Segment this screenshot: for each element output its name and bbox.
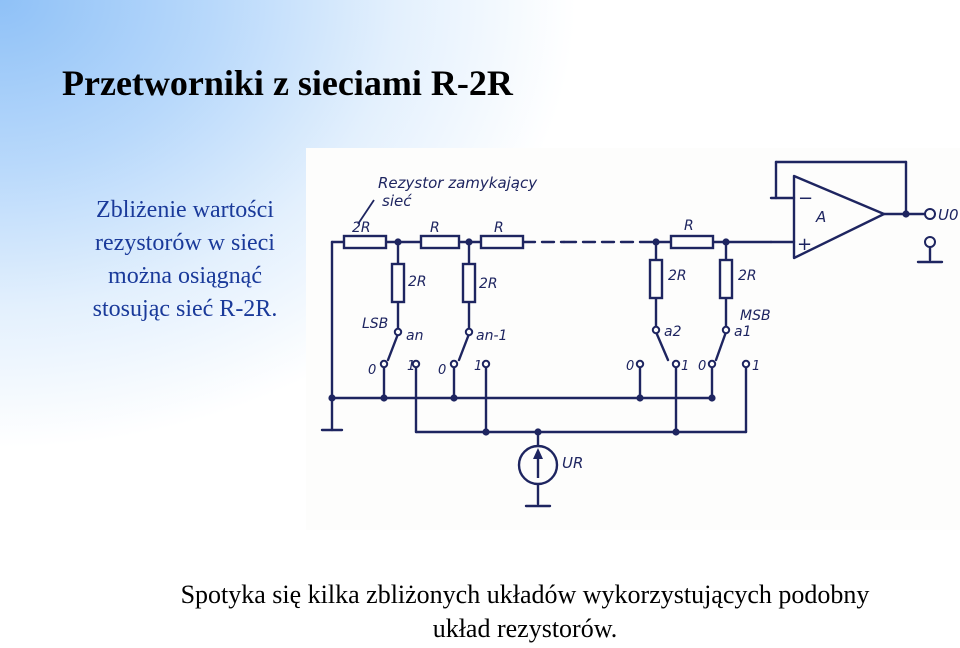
caption-line-1: Spotyka się kilka zbliżonych układów wyk… [180,580,870,609]
side-line-1: Zbliżenie wartości [96,197,274,223]
switch-a2-one: 1 [681,359,689,374]
shunt-label-2: 2R [479,276,498,292]
switch-name-an: an [406,328,423,344]
side-line-3: można osiągnąć [108,263,262,289]
annotation-line-1: Rezystor zamykający [378,174,538,192]
output-label: U0 [938,206,959,224]
msb-label: MSB [740,308,771,324]
series-label-4: R [684,218,694,234]
series-resistors [342,234,715,250]
opamp-triangle [792,174,886,260]
shunt-label-1: 2R [408,274,427,290]
switch-name-an-1: an-1 [476,328,507,344]
shunt-resistors [390,258,734,304]
side-line-4: stosując sieć R-2R. [92,296,278,322]
switch-name-a2: a2 [664,324,682,340]
series-label-3: R [494,220,504,236]
switch-a1-zero: 0 [698,359,706,374]
opamp-minus: − [798,188,813,209]
circuit-svg: Rezystor zamykający sieć 2R R R R 2R 2R … [320,160,959,508]
lsb-label: LSB [362,316,388,332]
side-description: Zbliżenie wartości rezystorów w sieci mo… [60,194,310,326]
side-line-2: rezystorów w sieci [95,230,275,256]
switch-an-one: 1 [407,359,415,374]
source-label: UR [562,454,583,472]
shunt-label-4: 2R [738,268,757,284]
switch-name-a1: a1 [734,324,752,340]
shunt-label-3: 2R [668,268,687,284]
switch-an-zero: 0 [368,363,376,378]
slide-caption: Spotyka się kilka zbliżonych układów wyk… [60,578,960,646]
slide-title: Przetworniki z sieciami R-2R [62,63,513,103]
junction-dots [328,210,910,436]
opamp-label: A [815,208,826,226]
switch-a2-zero: 0 [626,359,634,374]
source-arrow-icon [533,448,543,459]
switch-a1-one: 1 [752,359,760,374]
series-label-1: 2R [352,220,371,236]
caption-line-2: układ rezystorów. [432,614,618,643]
opamp-plus: + [797,234,812,255]
r2r-circuit-diagram: Rezystor zamykający sieć 2R R R R 2R 2R … [306,148,960,530]
series-label-2: R [430,220,440,236]
switch-an-1-zero: 0 [438,363,446,378]
switch-an-1-one: 1 [474,359,482,374]
switch-contacts [379,208,936,369]
annotation-line-2: sieć [382,192,412,210]
